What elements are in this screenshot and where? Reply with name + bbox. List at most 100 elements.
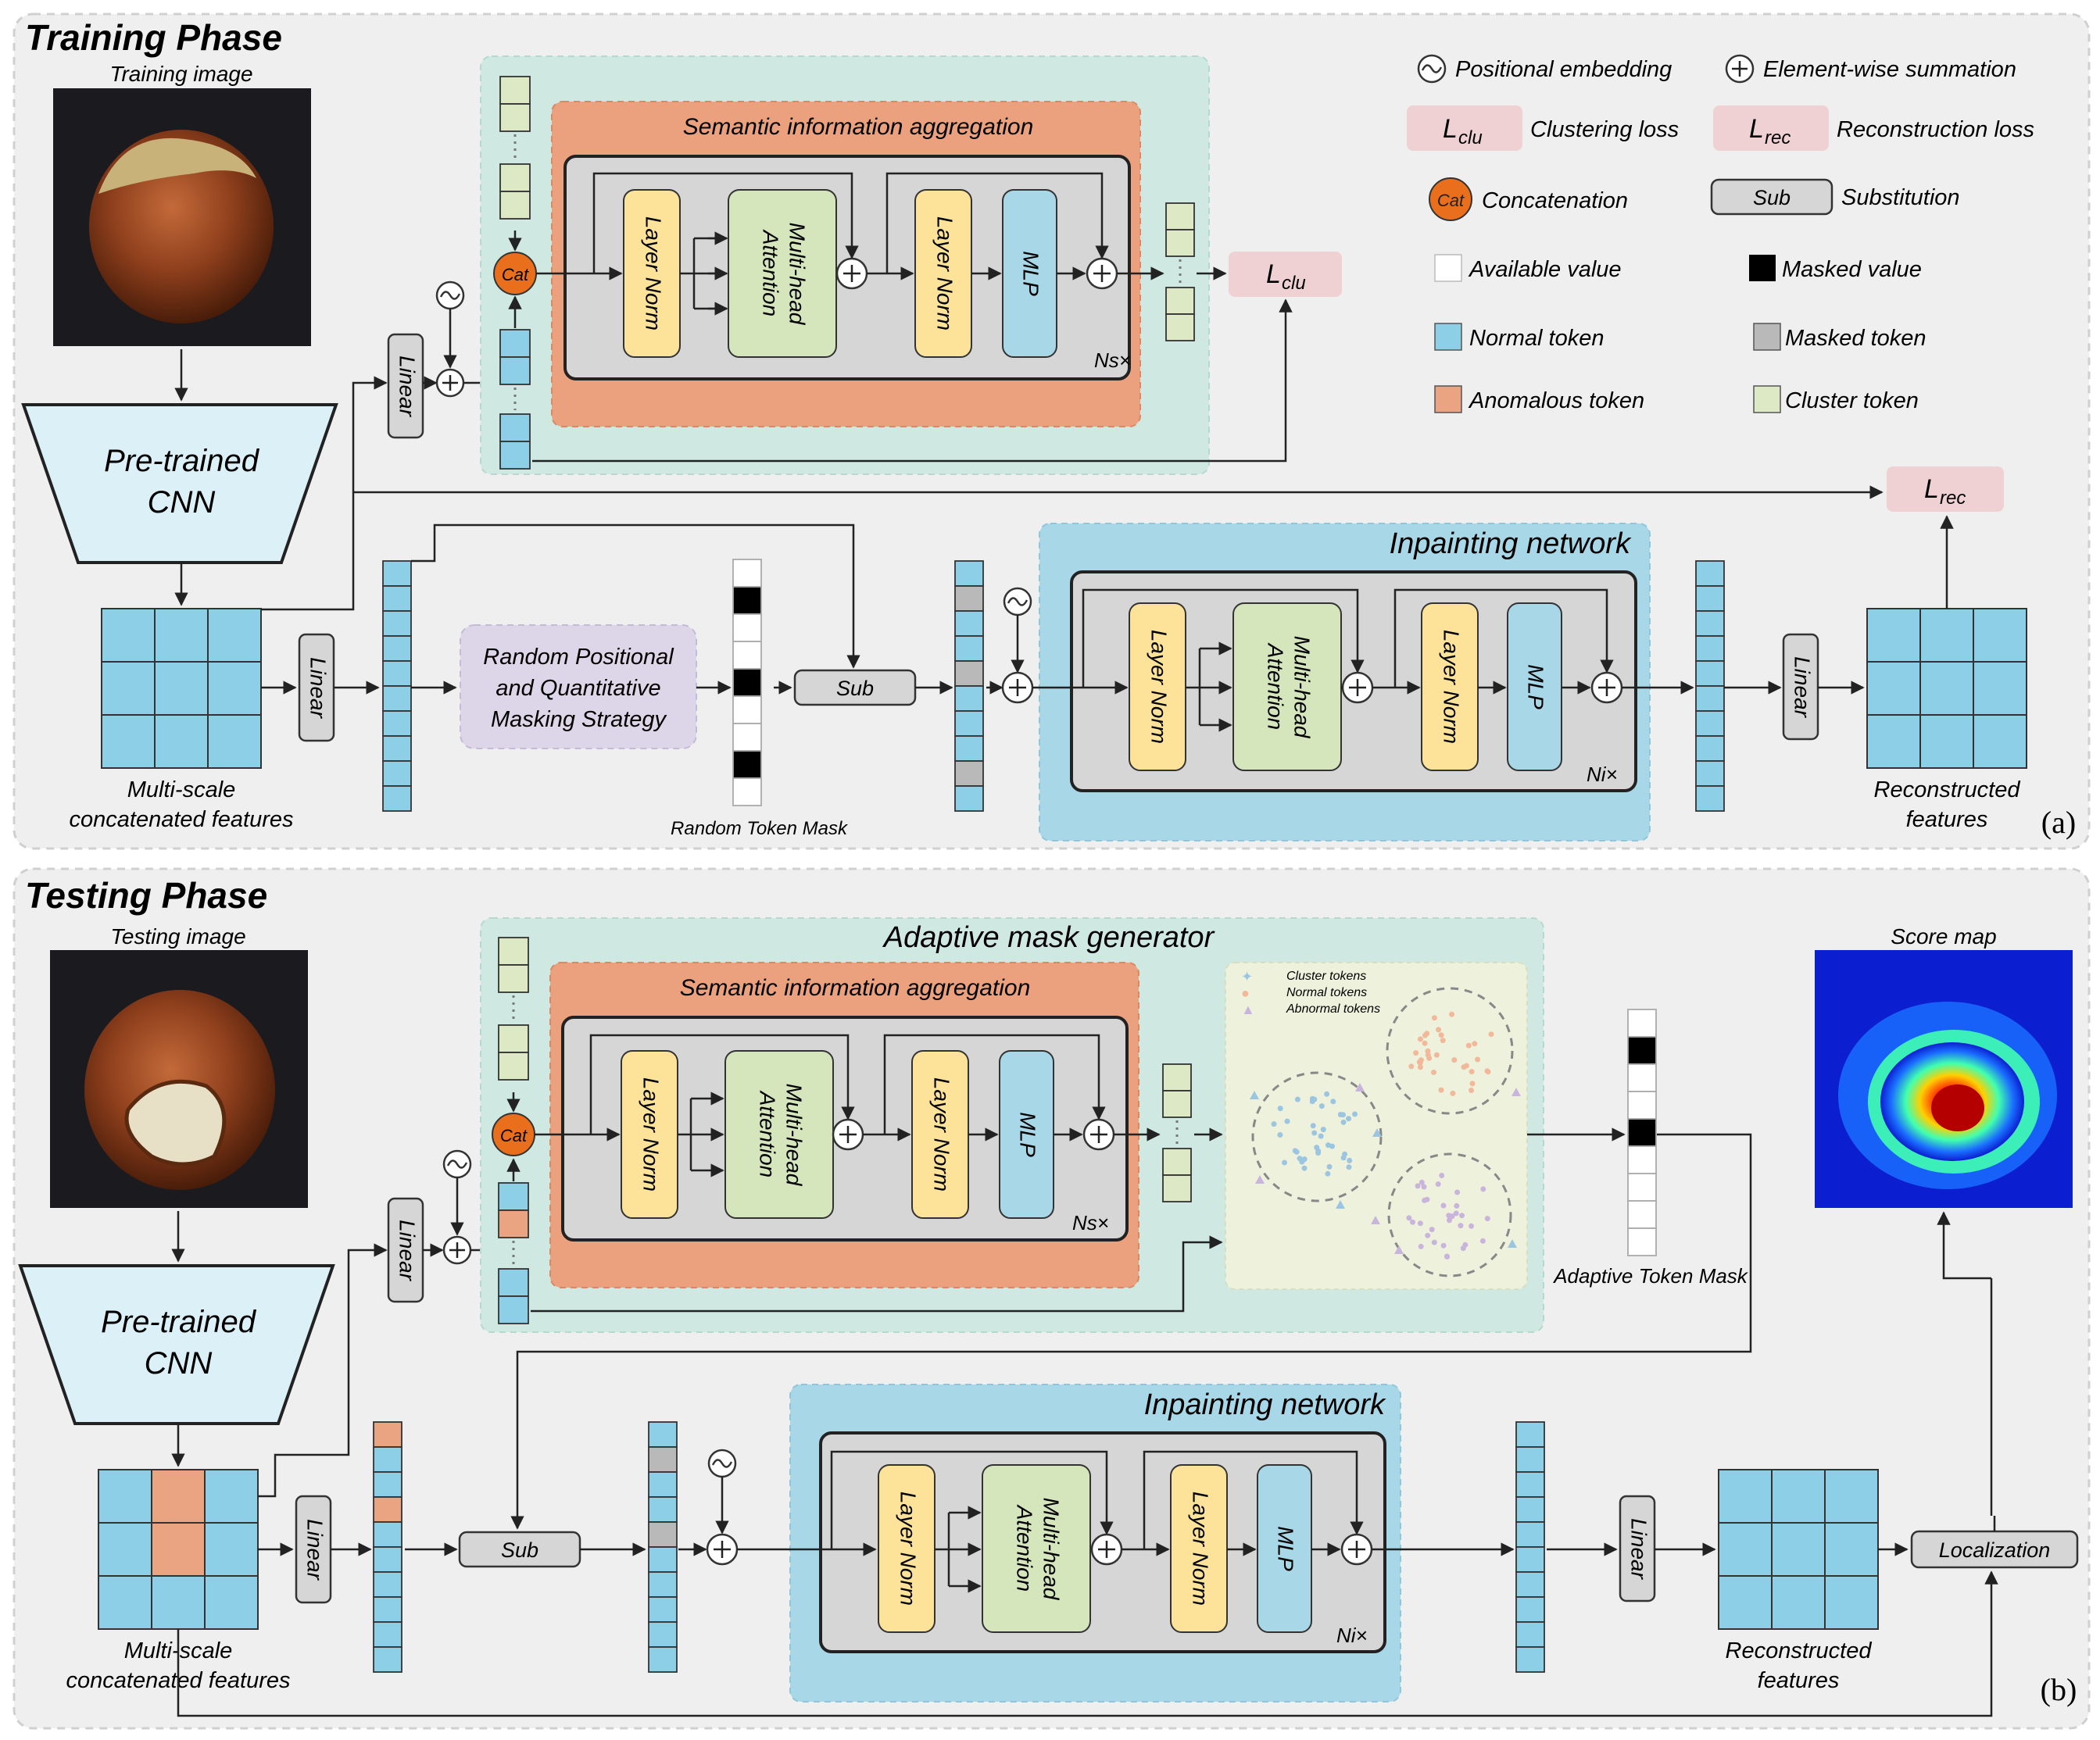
connector-ttokens-to-scatter — [531, 1235, 1223, 1313]
plus-glyph-icon — [1098, 1541, 1115, 1558]
training-loss-clu-symbol: L — [1266, 259, 1281, 289]
abnormal-token-point — [1418, 1243, 1424, 1249]
legend-masked-value: Masked value — [1782, 257, 1922, 282]
abnormal-token-point — [1415, 1183, 1421, 1189]
token-cell — [1695, 685, 1725, 712]
normal-token-point — [1309, 1095, 1315, 1102]
token-cell — [954, 610, 984, 637]
training-cnn-trapezoid — [21, 403, 338, 564]
outlier-point — [1508, 1239, 1517, 1248]
legend-concatenation: Concatenation — [1482, 188, 1628, 213]
normal-token-point — [1301, 1165, 1308, 1171]
normal-token-point — [1417, 1036, 1423, 1042]
training-loss-rec-symbol: L — [1924, 474, 1939, 504]
training-masked-token-column — [954, 560, 984, 812]
cluster-token-cell — [499, 76, 531, 105]
connector-tfeatures-to-top — [258, 1243, 388, 1498]
adaptive-token-mask — [1627, 1009, 1657, 1256]
plus-glyph-icon — [449, 1242, 465, 1258]
inp-residual-2 — [1393, 588, 1614, 688]
scatter-legend: ✦ ● ▲ Cluster tokens Normal tokens Abnor… — [1241, 969, 1380, 1017]
token-cell — [1695, 610, 1725, 637]
plus-glyph-icon — [714, 1541, 731, 1558]
training-image — [53, 88, 311, 346]
token-cell — [1695, 785, 1725, 812]
testing-image — [50, 950, 308, 1208]
plus-glyph-icon — [1348, 1541, 1365, 1558]
normal-token-point — [1425, 1052, 1431, 1058]
masked-value-cell — [732, 668, 762, 697]
connector-tfeatures-to-localization — [177, 1570, 1998, 1717]
testing-inp-attention — [982, 1464, 1091, 1633]
abnormal-token-point — [1418, 1179, 1425, 1185]
training-inp-ln1-label: Layer Norm — [1147, 630, 1172, 744]
token-cell — [373, 1646, 402, 1673]
training-image-label: Training image — [109, 62, 252, 86]
available-value-cell — [732, 641, 762, 670]
token-cell — [373, 1521, 402, 1548]
cluster-token-cell — [1162, 1063, 1192, 1092]
residual-2 — [885, 172, 1109, 273]
legend-cluster-token: Cluster token — [1785, 388, 1919, 413]
masking-strategy-line-2: and Quantitative — [495, 676, 660, 701]
normal-token-point — [1472, 1041, 1478, 1047]
sine-wave-icon — [446, 1159, 468, 1169]
token-cell — [954, 585, 984, 612]
random-token-mask-label: Random Token Mask — [671, 818, 849, 839]
training-loss-rec-sub: rec — [1940, 488, 1966, 509]
plus-glyph-icon — [1732, 61, 1748, 77]
token-cell — [499, 356, 531, 385]
masked-value-cell — [1627, 1118, 1657, 1147]
token-cell — [1515, 1521, 1545, 1548]
token-cell — [954, 760, 984, 787]
masked-value-cell — [732, 750, 762, 779]
available-value-cell — [1627, 1063, 1657, 1092]
training-normal-token-column-small — [499, 329, 531, 470]
normal-token-point — [1469, 1088, 1475, 1093]
available-value-cell — [732, 695, 762, 724]
token-cell — [648, 1596, 678, 1623]
normal-token-point — [1318, 1103, 1325, 1109]
token-cell — [954, 735, 984, 762]
token-cell — [954, 710, 984, 737]
abnormal-token-point — [1439, 1173, 1445, 1178]
normal-token-point — [1282, 1159, 1287, 1166]
testing-inp-ln1-label: Layer Norm — [896, 1492, 921, 1606]
training-layer-norm-1-label: Layer Norm — [642, 216, 666, 330]
token-cell — [954, 635, 984, 662]
testing-recon-label-2: features — [1758, 1668, 1840, 1693]
training-sub-label: Sub — [836, 677, 874, 700]
token-cell — [954, 685, 984, 712]
normal-token-point — [1340, 1119, 1347, 1125]
normal-token-point — [1436, 1027, 1441, 1033]
token-cell — [648, 1646, 678, 1673]
masked-value-cell — [732, 586, 762, 615]
random-token-mask — [732, 559, 762, 806]
training-inp-mlp-label: MLP — [1524, 664, 1548, 709]
sine-wave-icon — [711, 1459, 733, 1468]
normal-token-point — [1438, 1087, 1444, 1093]
masked-value-cell — [1627, 1036, 1657, 1065]
training-inp-ln2-label: Layer Norm — [1440, 630, 1464, 744]
token-cell — [1515, 1421, 1545, 1448]
testing-title: Testing Phase — [25, 875, 267, 916]
testing-cat-label: Cat — [500, 1126, 528, 1145]
legend-sub-symbol: Sub — [1753, 186, 1791, 209]
scatter-legend-cluster: Cluster tokens — [1286, 970, 1366, 983]
normal-token-point — [1337, 1112, 1343, 1117]
token-cell — [373, 1421, 402, 1448]
token-cell — [648, 1446, 678, 1473]
legend-anomalous-token: Anomalous token — [1468, 388, 1644, 413]
testing-inp-attn-label-1: Multi-head — [1039, 1498, 1064, 1601]
testing-output-token-column — [1515, 1421, 1545, 1673]
abnormal-token-point — [1454, 1202, 1460, 1209]
token-cell — [382, 760, 412, 787]
cluster-token-cell — [499, 163, 531, 192]
normal-token-point — [1408, 1063, 1415, 1070]
abnormal-token-point — [1480, 1186, 1486, 1192]
normal-token-point — [1413, 1050, 1419, 1056]
normal-token-point — [1433, 1052, 1440, 1058]
testing-cnn-label-1: Pre-trained — [101, 1305, 257, 1339]
training-cluster-token-column — [499, 76, 531, 220]
testing-reconstructed-grid — [1718, 1469, 1879, 1630]
